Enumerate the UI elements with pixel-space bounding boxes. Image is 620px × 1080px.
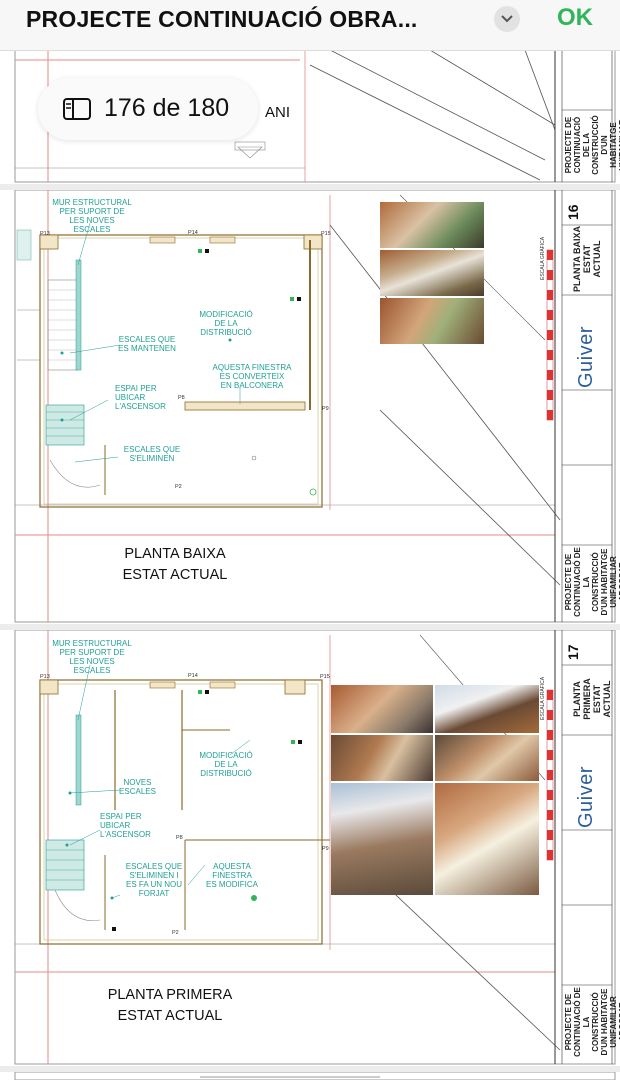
point-label: P13 — [40, 231, 50, 237]
site-photo — [380, 202, 484, 248]
plan-title: PLANTA BAIXA ESTAT ACTUAL — [122, 546, 228, 583]
note-structural-wall: MUR ESTRUCTURAL PER SUPORT DE LES NOVES … — [52, 198, 132, 234]
point-label: P2 — [172, 930, 179, 936]
done-button[interactable]: OK — [557, 4, 593, 31]
sheet-number: 17 — [565, 644, 581, 660]
pdf-page-16[interactable]: MUR ESTRUCTURAL PER SUPORT DE LES NOVES … — [0, 190, 620, 624]
title-block-project: PROJECTE DE CONTINUACIÓ DE LA CONSTRUCCI… — [564, 115, 620, 175]
note-window: AQUESTA FINESTRA ES CONVERTEIX EN BALCON… — [212, 363, 292, 390]
point-label: P13 — [40, 674, 50, 680]
point-label: P8 — [176, 835, 183, 841]
pdf-page-17[interactable]: MUR ESTRUCTURAL PER SUPORT DE LES NOVES … — [0, 630, 620, 1066]
title-block-project: PROJECTE DE CONTINUACIÓ DE LA CONSTRUCCI… — [564, 987, 620, 1057]
point-label: P2 — [175, 484, 182, 490]
site-photo — [331, 783, 433, 895]
note-stairs-new-slab: ESCALES QUE S'ELIMINEN I ES FA UN NOU FO… — [125, 862, 183, 898]
site-photo — [435, 783, 539, 895]
site-photo — [331, 685, 433, 733]
pdf-page-next — [0, 1072, 620, 1080]
note-window: AQUESTA FINESTRA ES MODIFICA — [205, 862, 258, 889]
title-menu-button[interactable] — [494, 6, 520, 32]
chevron-down-icon — [501, 15, 513, 23]
site-photo — [380, 298, 484, 344]
scale-label: ESCALA GRÀFICA — [540, 676, 546, 720]
note-stairs-removed: ESCALES QUE S'ELIMINEN — [123, 445, 181, 463]
note-elevator: ESPAI PER UBICAR L'ASCENSOR — [115, 384, 166, 411]
point-label: P8 — [178, 395, 185, 401]
sheet-label: PLANTA BAIXA ESTAT ACTUAL — [572, 226, 602, 292]
sheet-number: 16 — [565, 204, 581, 220]
document-title[interactable]: PROJECTE CONTINUACIÓ OBRA... — [26, 6, 418, 32]
point-label: P15 — [320, 674, 330, 680]
note-distribution: MODIFICACIÓ DE LA DISTRIBUCIÓ — [199, 310, 253, 337]
page-counter[interactable]: 176 de 180 — [38, 78, 258, 140]
note-structural-wall: MUR ESTRUCTURAL PER SUPORT DE LES NOVES … — [52, 639, 132, 675]
sidebar-icon — [63, 98, 91, 120]
point-label: P9 — [322, 846, 329, 852]
site-photo — [331, 735, 433, 781]
note-stairs-kept: ESCALES QUE ES MANTENEN — [118, 335, 176, 353]
note-distribution: MODIFICACIÓ DE LA DISTRIBUCIÓ — [199, 751, 253, 778]
scale-label: ESCALA GRÀFICA — [540, 236, 546, 280]
note-new-stairs: NOVES ESCALES — [119, 778, 156, 796]
partial-label: ANI — [265, 104, 291, 121]
page-counter-text: 176 de 180 — [104, 94, 230, 122]
point-label: P15 — [321, 231, 331, 237]
site-photo — [380, 250, 484, 296]
title-block-project: PROJECTE DE CONTINUACIÓ DE LA CONSTRUCCI… — [564, 547, 620, 617]
site-photo — [435, 735, 539, 781]
point-label: P9 — [322, 406, 329, 412]
sheet-label: PLANTA PRIMERA ESTAT ACTUAL — [572, 678, 612, 720]
point-label: P14 — [188, 673, 198, 679]
site-photo — [435, 685, 539, 733]
top-bar: PROJECTE CONTINUACIÓ OBRA... OK — [0, 0, 620, 51]
studio-logo: Guiver — [575, 766, 597, 828]
point-label: P14 — [188, 230, 198, 236]
studio-logo: Guiver — [575, 326, 597, 388]
note-elevator: ESPAI PER UBICAR L'ASCENSOR — [100, 812, 151, 839]
plan-title: PLANTA PRIMERA ESTAT ACTUAL — [107, 987, 233, 1024]
